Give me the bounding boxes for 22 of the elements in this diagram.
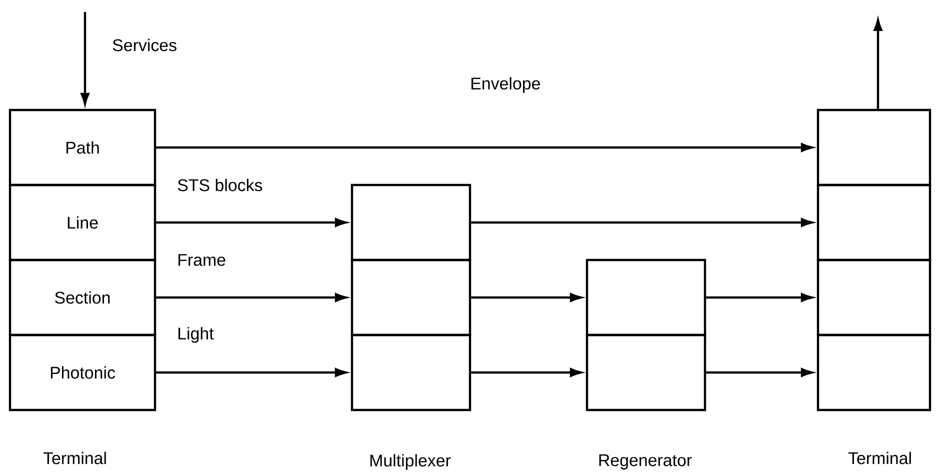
layer-cell: Photonic — [8, 334, 156, 412]
empty-cell — [586, 258, 706, 336]
device-label: Terminal — [848, 452, 911, 464]
empty-cell — [816, 108, 932, 186]
empty-cell — [586, 334, 706, 412]
edge-label: STS blocks — [178, 178, 262, 192]
empty-cell — [350, 258, 472, 336]
edge-label: Frame — [178, 254, 226, 266]
empty-cell — [350, 334, 472, 412]
empty-cell — [350, 184, 472, 262]
device-label: Terminal — [43, 452, 106, 464]
empty-cell — [816, 184, 932, 262]
edge-label: Light — [178, 327, 214, 343]
layer-cell: Path — [8, 108, 156, 186]
device-label: Regenerator — [599, 454, 692, 470]
edge-label: Services — [112, 38, 176, 52]
empty-cell — [816, 258, 932, 336]
empty-cell — [816, 334, 932, 412]
device-label: Multiplexer — [370, 454, 451, 470]
edge-label: Envelope — [472, 77, 540, 93]
layer-cell: Section — [8, 258, 156, 336]
layer-cell: Line — [8, 184, 156, 262]
